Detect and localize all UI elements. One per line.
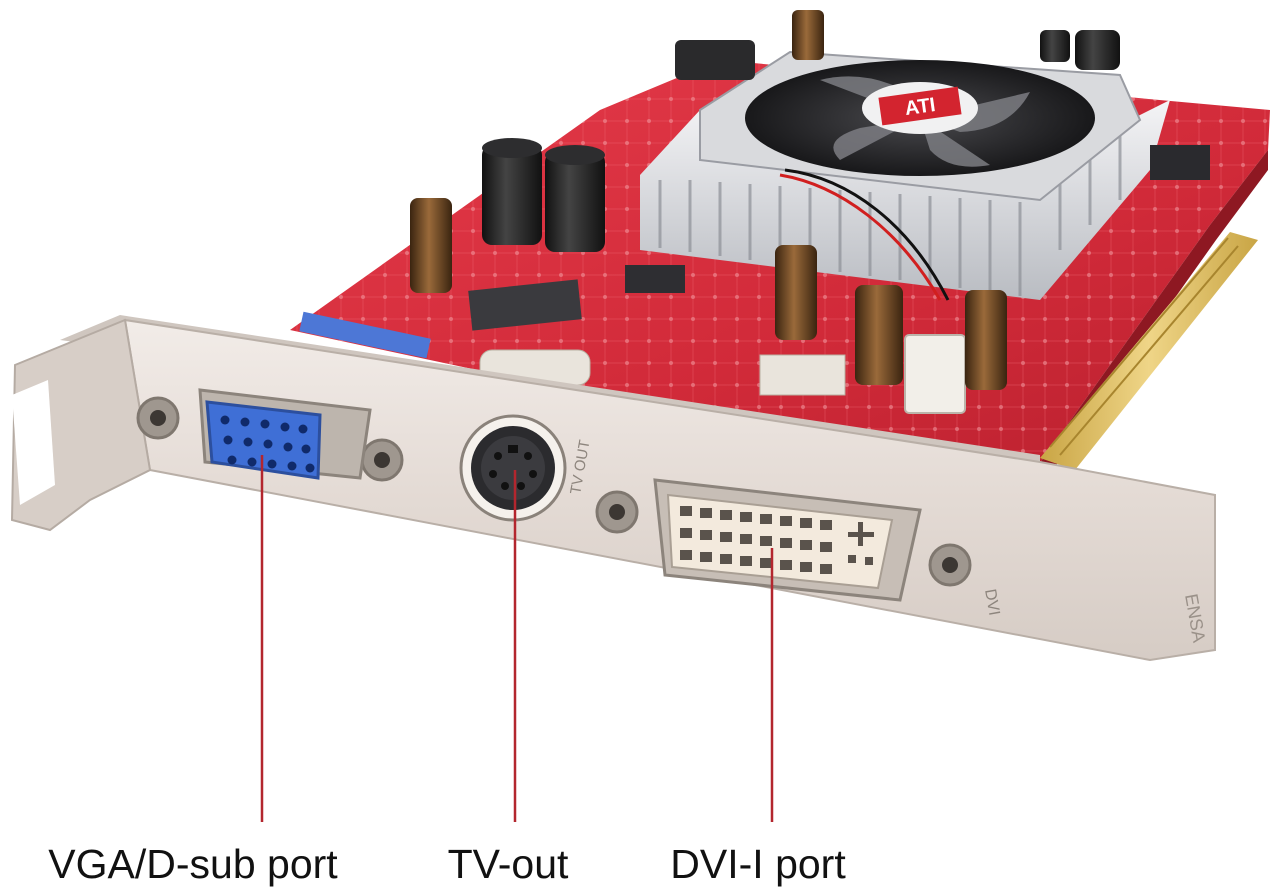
fan-wires (779, 168, 966, 414)
pci-gold-fingers (1040, 232, 1258, 470)
fan-header-connector (904, 334, 966, 414)
ati-logo-icon (878, 86, 962, 126)
tvout-connector: TV OUT (459, 414, 593, 522)
vga-connector (136, 388, 404, 482)
ati-logo-text: ATI (903, 94, 936, 120)
cooling-fan: ATI (745, 60, 1095, 176)
callout-lines (260, 455, 774, 822)
tvout-label: TV-out (447, 841, 569, 887)
dvi-connector: DVI (595, 478, 1002, 617)
dvi-bracket-mark: DVI (981, 588, 1002, 617)
pcb-chips (299, 145, 1210, 396)
capacitors (410, 10, 1120, 390)
vga-port-label: VGA/D-sub port (48, 841, 338, 887)
dvi-port-label: DVI-I port (670, 841, 846, 887)
